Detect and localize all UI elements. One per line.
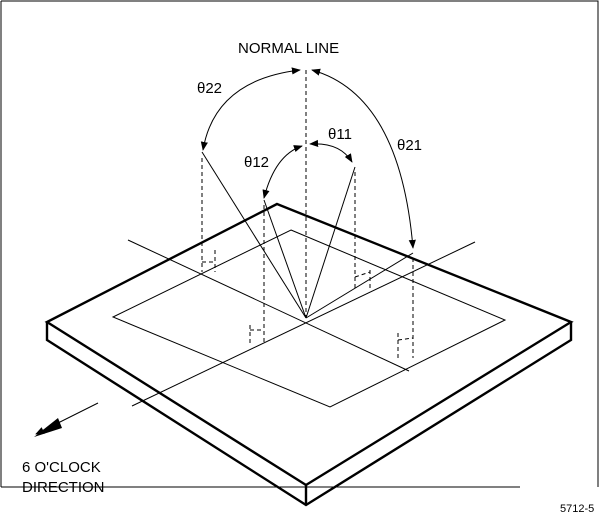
frame-border [0,0,599,488]
direction-label-line2: DIRECTION [22,479,105,496]
panel-slab [44,202,574,507]
normal-line-label: NORMAL LINE [238,40,339,57]
theta-21-label: θ21 [397,137,422,154]
angle-arcs [200,67,416,249]
direction-label-line1: 6 O'CLOCK [22,459,101,476]
direction-arrowhead [34,418,62,437]
theta-11-label: θ11 [328,126,352,143]
theta-12-label: θ12 [244,154,269,171]
theta-22-label: θ22 [197,80,222,97]
panel-axes [127,239,476,407]
figure-id-label: 5712-5 [560,503,594,515]
view-rays [201,151,414,319]
active-area [111,229,507,408]
